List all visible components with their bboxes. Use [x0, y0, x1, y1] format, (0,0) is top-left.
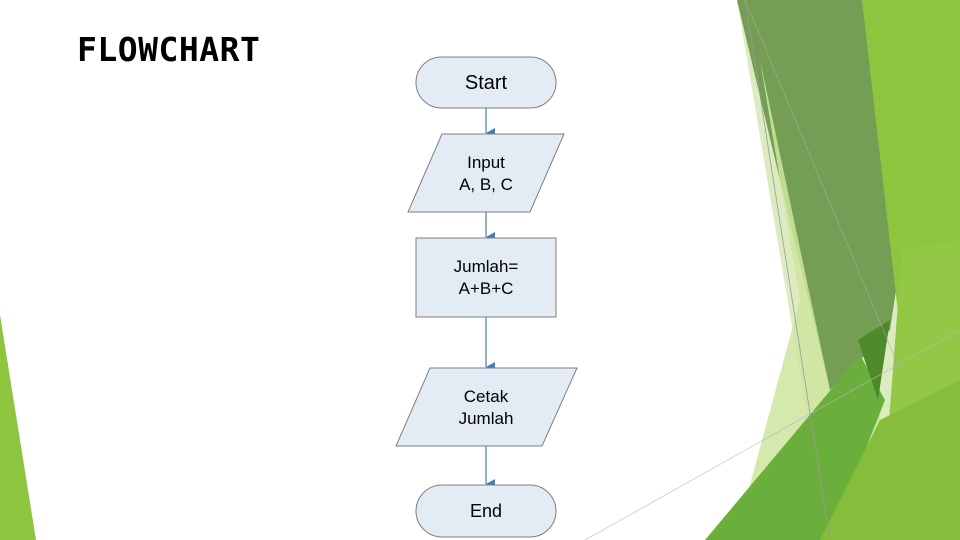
node-start: Start: [415, 56, 557, 109]
node-process: Jumlah= A+B+C: [415, 237, 557, 318]
output-label-line1: Cetak: [464, 387, 509, 406]
start-label: Start: [465, 72, 508, 94]
left-edge-stripe: [0, 315, 36, 540]
output-parallelogram-shape: [395, 367, 578, 447]
start-terminator-shape: [415, 56, 557, 109]
green-pane-deep: [858, 320, 890, 400]
green-pane-olive: [737, 0, 902, 390]
node-input: Input A, B, C: [407, 133, 565, 213]
process-label-line1: Jumlah=: [454, 257, 519, 276]
thin-line-c: [744, 0, 901, 371]
green-pane-bottom-right: [820, 380, 960, 540]
process-rectangle-shape: [415, 237, 557, 318]
input-parallelogram-shape: [407, 133, 565, 213]
input-label-line1: Input: [467, 153, 505, 172]
input-label-line2: A, B, C: [459, 175, 513, 194]
process-label-line2: A+B+C: [459, 279, 514, 298]
end-label: End: [470, 501, 502, 521]
thin-line-a: [744, 0, 831, 540]
node-end: End: [415, 484, 557, 538]
green-pane-dark-bottom: [705, 355, 885, 540]
end-terminator-shape: [415, 484, 557, 538]
node-output: Cetak Jumlah: [395, 367, 578, 447]
slide-title: FLOWCHART: [77, 30, 261, 69]
output-label-line2: Jumlah: [459, 409, 514, 428]
thin-line-b: [584, 329, 960, 540]
